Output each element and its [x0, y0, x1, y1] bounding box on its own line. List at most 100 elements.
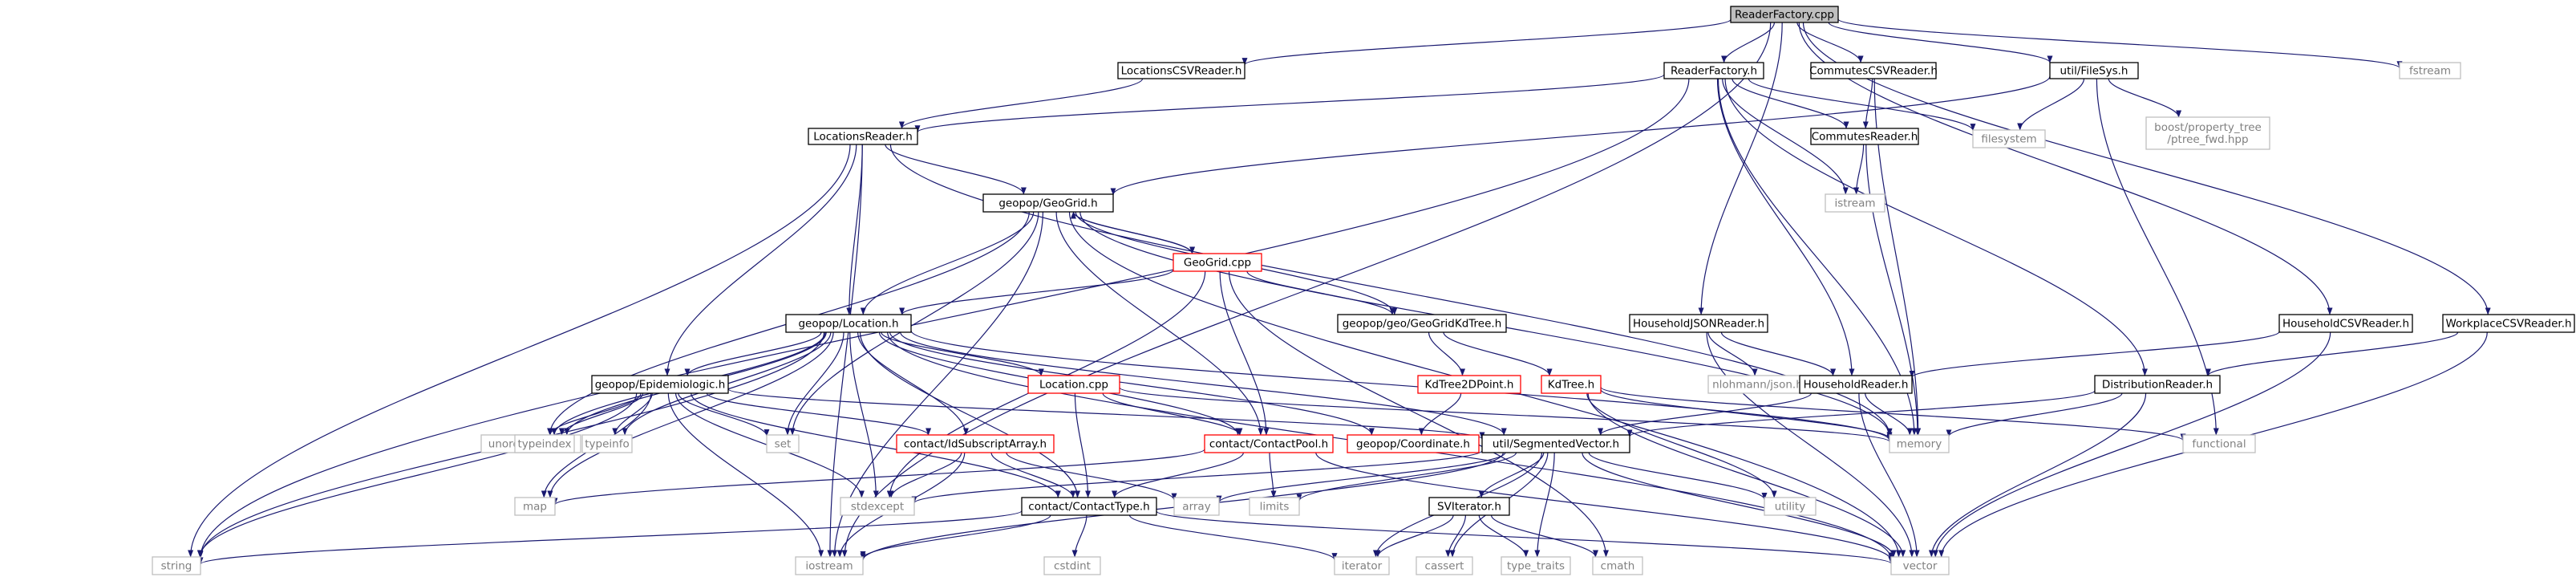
node-cmath: cmath — [1592, 556, 1643, 575]
node-kdtree2dpoint_h[interactable]: KdTree2DPoint.h — [1417, 375, 1521, 394]
node-label-ptree_fwd: boost/property_tree — [2154, 121, 2262, 134]
edge-geopop_location_h-to-set — [784, 331, 844, 436]
edge-geogrid_cpp-to-geogridkdtree_h — [1246, 270, 1395, 315]
edge-householdreader_h-to-memory — [1865, 392, 1913, 436]
edge-util_filesys_h-to-ptree_fwd — [2108, 78, 2182, 118]
node-type_traits: type_traits — [1501, 556, 1571, 575]
node-iostream: iostream — [795, 556, 864, 575]
edge-contact_contactpool_h-to-contact_contacttype_h — [1112, 452, 1244, 498]
node-map: map — [514, 497, 556, 516]
node-box-set — [766, 434, 800, 453]
node-box-typeindex — [514, 434, 575, 453]
node-box-iostream — [795, 556, 864, 575]
node-geogrid_cpp[interactable]: GeoGrid.cpp — [1173, 253, 1262, 272]
edge-geopop_epidemiologic_h-to-unordered_map — [547, 392, 642, 436]
node-box-fstream — [2399, 62, 2461, 79]
node-sviterator_h[interactable]: SVIterator.h — [1428, 497, 1510, 516]
node-householdreader_h[interactable]: HouseholdReader.h — [1799, 375, 1913, 394]
node-distributionreader_h[interactable]: DistributionReader.h — [2094, 375, 2221, 394]
node-stdexcept: stdexcept — [840, 497, 915, 516]
node-label-istream: istream — [1834, 197, 1875, 210]
node-label-cmath: cmath — [1601, 560, 1635, 573]
node-typeindex: typeindex — [514, 434, 575, 453]
node-label-util_filesys_h: util/FileSys.h — [2060, 65, 2128, 78]
edge-geopop_epidemiologic_h-to-contact_contacttype_h — [691, 392, 1061, 498]
node-box-readerfactory_h — [1663, 62, 1764, 79]
edge-readerfactory_cpp-to-iostream — [841, 22, 1772, 558]
node-box-geogrid_cpp — [1173, 253, 1262, 272]
edge-contact_idsubscriptarray_h-to-array — [1006, 452, 1177, 501]
node-contact_contacttype_h[interactable]: contact/ContactType.h — [1021, 497, 1157, 516]
edge-kdtree_h-to-utility — [1586, 392, 1777, 498]
node-geopop_location_h[interactable]: geopop/Location.h — [785, 314, 912, 333]
edge-geogridkdtree_h-to-kdtree_h — [1443, 331, 1553, 376]
edge-geopop_location_h-to-geopop_epidemiologic_h — [684, 331, 822, 376]
node-box-map — [514, 497, 556, 516]
edge-locationsreader_h-to-iostream — [827, 144, 863, 558]
node-box-geopop_epidemiologic_h — [591, 375, 729, 394]
node-box-location_cpp — [1027, 375, 1120, 394]
node-istream: istream — [1825, 193, 1885, 213]
node-label-typeinfo: typeinfo — [585, 438, 629, 451]
node-kdtree_h[interactable]: KdTree.h — [1541, 375, 1602, 394]
edge-geopop_geogrid_h-to-set — [789, 211, 1039, 436]
node-box-geogridkdtree_h — [1337, 314, 1507, 333]
edge-readerfactory_cpp-to-util_filesys_h — [1828, 22, 2053, 63]
node-readerfactory_cpp[interactable]: ReaderFactory.cpp — [1730, 6, 1839, 23]
node-commutescsvreader_h[interactable]: CommutesCSVReader.h — [1809, 62, 1938, 79]
node-label-geopop_coordinate_h: geopop/Coordinate.h — [1356, 438, 1470, 451]
edge-kdtree_h-to-memory — [1600, 388, 1893, 440]
node-box-string — [152, 556, 201, 575]
node-householdcsvreader_h[interactable]: HouseholdCSVReader.h — [2278, 314, 2413, 333]
node-box-cstdint — [1043, 556, 1101, 575]
node-workplacecsvreader_h[interactable]: WorkplaceCSVReader.h — [2442, 314, 2575, 333]
node-limits: limits — [1249, 497, 1300, 516]
node-label-vector: vector — [1903, 560, 1938, 573]
edge-geopop_location_h-to-contact_idsubscriptarray_h — [857, 331, 969, 436]
edge-geogrid_cpp-to-geopop_geogrid_h — [1070, 211, 1193, 254]
node-box-sviterator_h — [1428, 497, 1510, 516]
node-label-fstream: fstream — [2409, 65, 2451, 78]
edge-contact_contacttype_h-to-string — [197, 510, 1023, 565]
node-box-array — [1173, 497, 1220, 516]
node-geogridkdtree_h[interactable]: geopop/geo/GeoGridKdTree.h — [1337, 314, 1507, 333]
node-label-utility: utility — [1775, 501, 1805, 514]
node-geopop_geogrid_h[interactable]: geopop/GeoGrid.h — [982, 193, 1114, 213]
edge-geopop_location_h-to-stdexcept — [849, 331, 879, 498]
edge-locationsreader_h-to-string — [188, 144, 851, 558]
node-commutesreader_h[interactable]: CommutesReader.h — [1810, 128, 1919, 145]
node-label-householdcsvreader_h: HouseholdCSVReader.h — [2282, 318, 2409, 331]
node-label-iostream: iostream — [805, 560, 853, 573]
node-box-type_traits — [1501, 556, 1571, 575]
node-util_segmentedvector_h[interactable]: util/SegmentedVector.h — [1481, 434, 1630, 453]
node-label-string: string — [161, 560, 192, 573]
node-location_cpp[interactable]: Location.cpp — [1027, 375, 1120, 394]
edge-util_segmentedvector_h-to-utility — [1588, 452, 1768, 500]
edge-contact_idsubscriptarray_h-to-contact_contacttype_h — [990, 452, 1076, 498]
node-iterator: iterator — [1334, 556, 1390, 575]
edge-geopop_location_h-to-util_segmentedvector_h — [900, 331, 1507, 436]
edge-contact_contacttype_h-to-iostream — [860, 514, 1051, 559]
edge-locationsreader_h-to-geopop_geogrid_h — [885, 144, 1027, 195]
node-label-geogrid_cpp: GeoGrid.cpp — [1184, 257, 1251, 270]
node-geopop_coordinate_h[interactable]: geopop/Coordinate.h — [1347, 434, 1480, 453]
node-householdjsonreader_h[interactable]: HouseholdJSONReader.h — [1629, 314, 1768, 333]
node-locationsreader_h[interactable]: LocationsReader.h — [808, 128, 918, 145]
node-geopop_epidemiologic_h[interactable]: geopop/Epidemiologic.h — [591, 375, 729, 394]
edge-householdcsvreader_h-to-householdreader_h — [1909, 331, 2280, 378]
node-contact_idsubscriptarray_h[interactable]: contact/IdSubscriptArray.h — [896, 434, 1055, 453]
edge-commutescsvreader_h-to-commutesreader_h — [1862, 78, 1873, 129]
node-locationscsvreader_h[interactable]: LocationsCSVReader.h — [1117, 62, 1245, 79]
edge-geopop_location_h-to-contact_contacttype_h — [859, 331, 1080, 498]
node-box-util_filesys_h — [2049, 62, 2139, 79]
node-util_filesys_h[interactable]: util/FileSys.h — [2049, 62, 2139, 79]
edge-commutesreader_h-to-memory — [1865, 144, 1921, 436]
node-filesystem: filesystem — [1972, 129, 2046, 148]
edge-householdjsonreader_h-to-householdreader_h — [1720, 331, 1837, 376]
edge-commutesreader_h-to-istream — [1853, 144, 1865, 195]
node-contact_contactpool_h[interactable]: contact/ContactPool.h — [1204, 434, 1334, 453]
node-readerfactory_h[interactable]: ReaderFactory.h — [1663, 62, 1764, 79]
edge-locationsreader_h-to-geopop_location_h — [846, 144, 863, 315]
node-cassert: cassert — [1416, 556, 1473, 575]
node-cstdint: cstdint — [1043, 556, 1101, 575]
